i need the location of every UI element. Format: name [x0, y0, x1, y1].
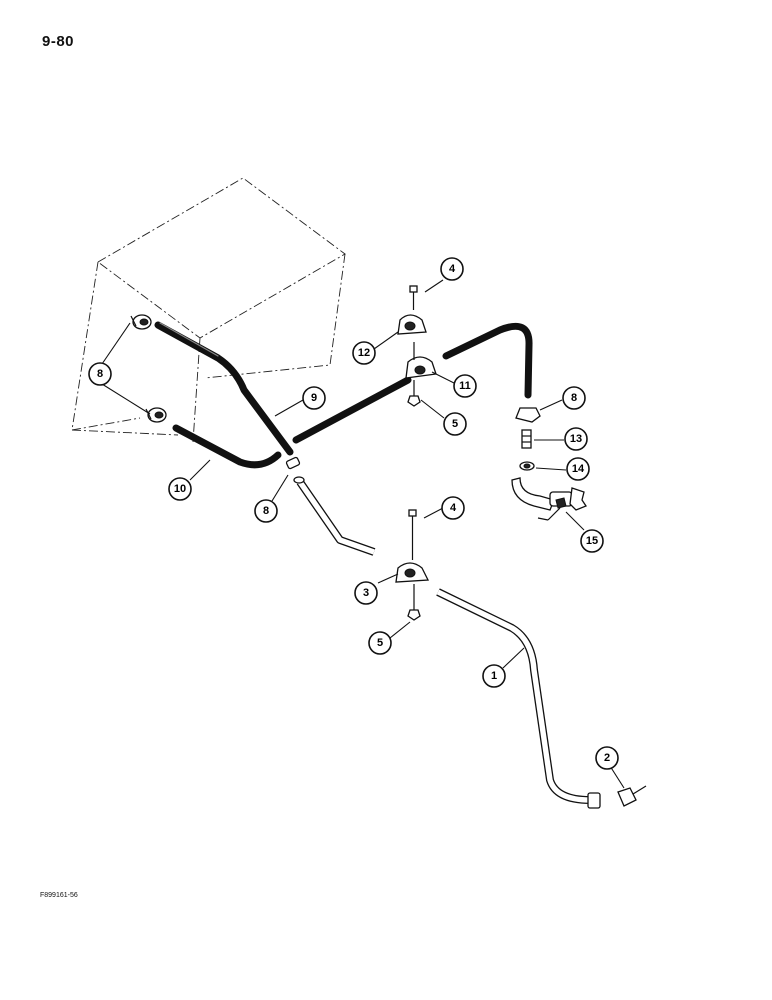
- callout-label: 14: [572, 463, 585, 475]
- callout-label: 1: [491, 670, 497, 682]
- callout-label: 11: [459, 380, 471, 392]
- callout-label: 9: [311, 392, 317, 404]
- callout-label: 4: [449, 263, 456, 275]
- nut-upper: [407, 380, 421, 407]
- callout-label: 5: [452, 418, 458, 430]
- callout-label: 13: [570, 433, 582, 445]
- callout-11: 11: [453, 374, 477, 398]
- callout-label: 8: [571, 392, 577, 404]
- callout-label: 8: [97, 368, 103, 380]
- callout-4-lower: 4: [441, 496, 465, 520]
- callout-8-center: 8: [254, 499, 278, 523]
- callout-8-left: 8: [88, 362, 112, 386]
- hose-9: [154, 321, 294, 456]
- callout-label: 4: [450, 502, 457, 514]
- callout-label: 5: [377, 637, 383, 649]
- clamp-12: [397, 314, 427, 335]
- page-number: 9-80: [42, 33, 75, 50]
- hose-10: [172, 424, 282, 469]
- callout-5-upper: 5: [443, 412, 467, 436]
- steel-tube-upper: [293, 476, 376, 556]
- figure-code: F899161-56: [40, 892, 78, 899]
- hose-clamp-right: [515, 407, 541, 423]
- clamp-11: [405, 356, 437, 379]
- bolt-lower: [408, 509, 417, 560]
- callout-label: 10: [174, 483, 186, 495]
- callout-1: 1: [482, 664, 506, 688]
- callout-3: 3: [354, 581, 378, 605]
- hose-clamp-upper: [130, 314, 152, 330]
- steel-tube-1: [436, 588, 591, 804]
- nut-lower: [407, 584, 421, 621]
- tube-nut: [587, 792, 601, 809]
- callout-8-right: 8: [562, 386, 586, 410]
- clamp-3: [395, 562, 430, 583]
- callout-12: 12: [352, 341, 376, 365]
- callout-2: 2: [595, 746, 619, 770]
- callout-label: 12: [358, 347, 370, 359]
- callout-9: 9: [302, 386, 326, 410]
- elbow-fitting-2: [617, 785, 647, 807]
- leader-lines: [101, 279, 625, 789]
- callout-label: 8: [263, 505, 269, 517]
- callout-4-upper: 4: [440, 257, 464, 281]
- callout-label: 2: [604, 752, 610, 764]
- hose-clamp-lower: [145, 407, 167, 423]
- callout-5-lower: 5: [368, 631, 392, 655]
- phantom-tank-outline: [71, 177, 346, 443]
- hose-upper-right: [442, 322, 533, 399]
- callout-label: 3: [363, 587, 369, 599]
- callout-13: 13: [564, 427, 588, 451]
- callout-label: 15: [586, 535, 598, 547]
- callout-14: 14: [566, 457, 590, 481]
- washer-14: [519, 461, 535, 471]
- callout-15: 15: [580, 529, 604, 553]
- connector-13: [521, 429, 532, 449]
- valve-15: [511, 477, 587, 521]
- hose-fitting-center: [285, 456, 301, 470]
- callout-10: 10: [168, 477, 192, 501]
- hose-to-clamp-11: [292, 376, 412, 444]
- bolt-upper: [409, 285, 418, 310]
